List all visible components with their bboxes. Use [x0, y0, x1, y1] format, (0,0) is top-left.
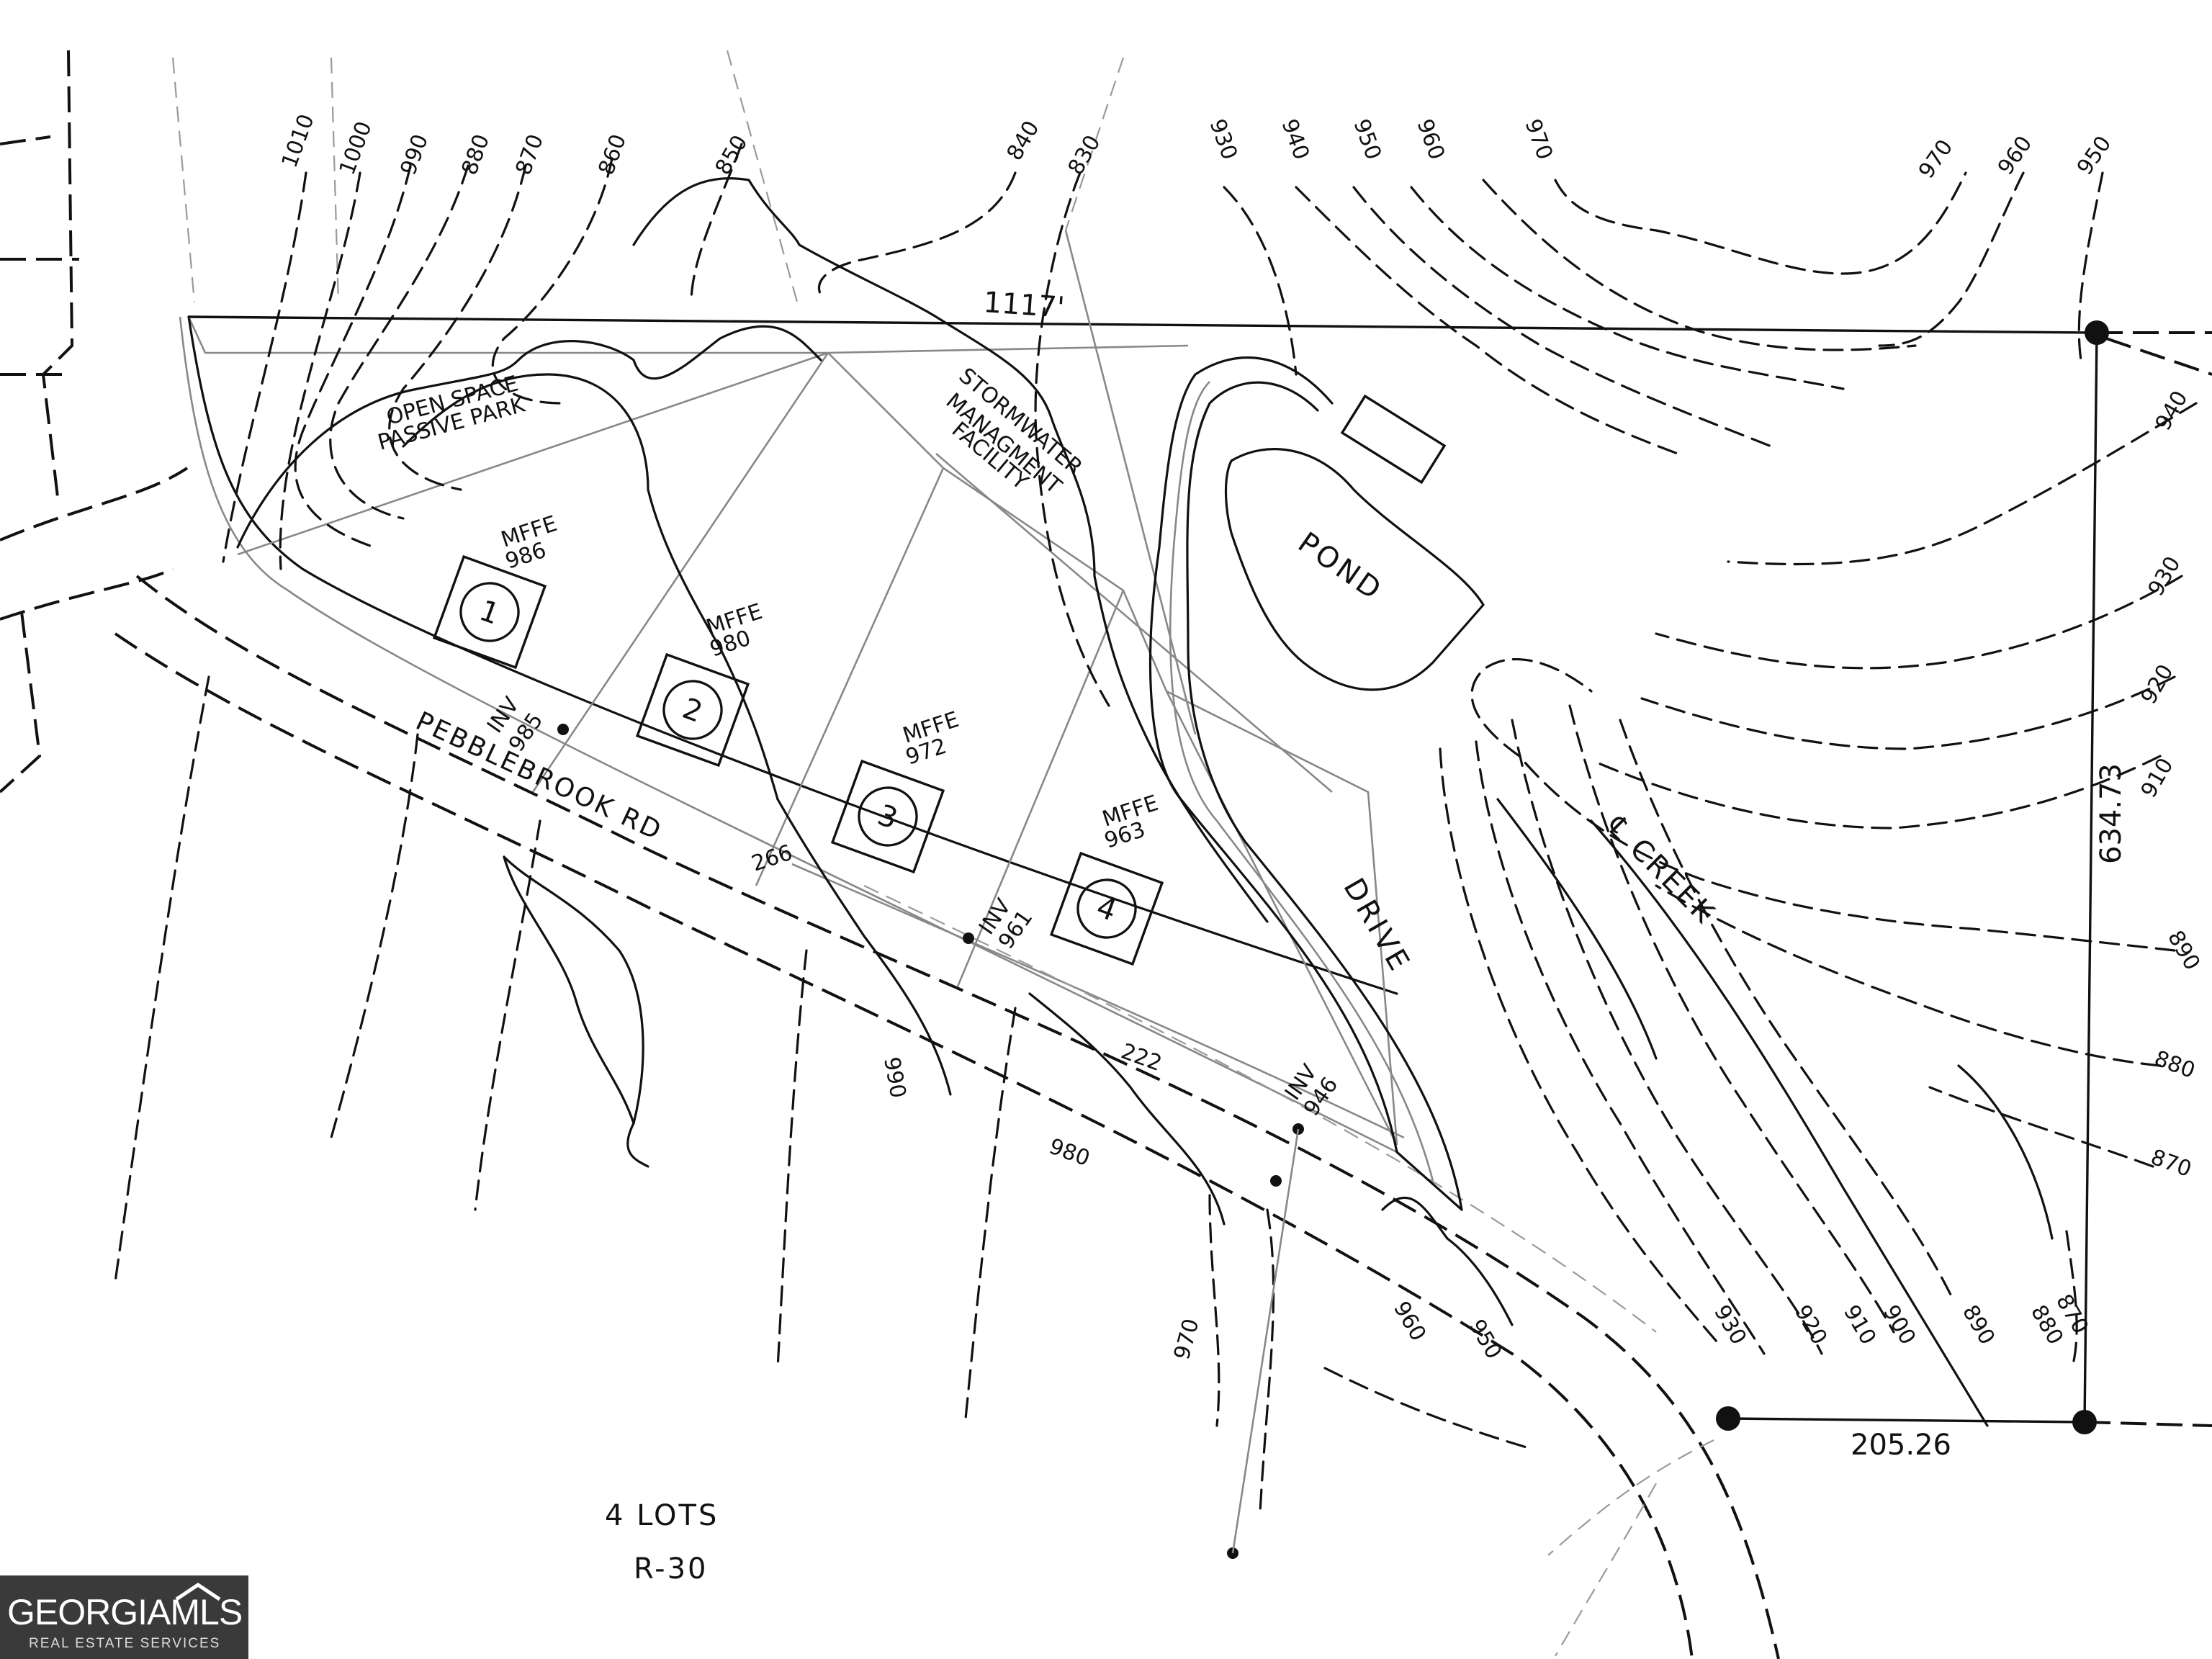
logo-name: GEORGIAMLS	[7, 1592, 243, 1632]
lot-lines	[237, 230, 1398, 1146]
creek	[1496, 798, 2054, 1427]
corner-marker-sw	[1716, 1406, 1740, 1431]
contour-label: 840	[1002, 117, 1045, 165]
lot-1: 1	[432, 554, 547, 670]
contour-label: 880	[2151, 1046, 2198, 1084]
pond-label: POND	[1292, 526, 1389, 608]
contour-label: 960	[1388, 1298, 1431, 1346]
structure	[1340, 394, 1447, 485]
contour-label: 980	[1046, 1134, 1093, 1172]
contour-label: 850	[711, 131, 753, 179]
contour-label: 930	[1204, 116, 1241, 163]
summary-lots: 4 LOTS	[605, 1499, 719, 1532]
lot-3-number: 3	[873, 799, 902, 836]
boundary-right-dimension: 634.73	[2095, 763, 2128, 864]
contour-label: 1010	[277, 111, 320, 171]
contour-label: 920	[2136, 660, 2179, 709]
contour-label: 910	[2136, 754, 2179, 802]
contour-label: 950	[1348, 116, 1385, 163]
contour-label: 950	[1464, 1316, 1506, 1364]
lot-2-number: 2	[678, 692, 707, 729]
lot-1-number: 1	[475, 594, 504, 631]
ground-lines	[236, 177, 1514, 1326]
lot-3: 3	[830, 759, 945, 874]
contour-lines	[114, 143, 2198, 1657]
corner-marker-se	[2072, 1410, 2097, 1434]
boundary-top-dimension: 1117'	[982, 286, 1066, 325]
drive	[1148, 356, 1463, 1211]
lot-4-number: 4	[1092, 891, 1121, 928]
contour-label: 900	[1878, 1301, 1920, 1349]
left-road	[0, 50, 1125, 793]
road-mark-1: 266	[749, 840, 796, 877]
contour-label: 890	[1957, 1301, 2000, 1349]
contour-label: 930	[1709, 1301, 1751, 1349]
contour-label: 970	[1519, 116, 1557, 163]
contour-label: 960	[1993, 132, 2038, 180]
contour-label: 970	[1914, 135, 1959, 184]
contour-label: 960	[1411, 116, 1449, 163]
contour-label: 830	[1064, 131, 1106, 179]
roof-icon	[175, 1582, 221, 1601]
lot-2: 2	[635, 652, 750, 768]
contour-label: 940	[1276, 116, 1313, 163]
mffe-labels: MFFE 986 MFFE 980 MFFE 972 MFFE 963	[498, 511, 1161, 854]
road-mark-2: 222	[1118, 1039, 1165, 1076]
creek-label: ℄ CREEK	[1600, 809, 1722, 931]
pebblebrook-road	[114, 315, 1780, 1659]
plan-labels: 1117' 634.73 205.26 PEBBLEBROOK RD DRIVE…	[375, 286, 2128, 1586]
contour-label: 950	[2072, 132, 2117, 180]
property-boundary	[187, 315, 2212, 1434]
corner-marker-ne	[2085, 320, 2109, 345]
contour-label: 970	[1169, 1316, 1205, 1362]
summary-zoning: R-30	[634, 1552, 709, 1586]
logo-subtitle: REAL ESTATE SERVICES	[29, 1636, 221, 1651]
contour-label: 1000	[335, 118, 377, 179]
contour-label: 870	[511, 131, 549, 179]
contour-label: 990	[396, 131, 433, 179]
contour-label: 910	[1838, 1301, 1881, 1349]
contour-labels: 1010 1000 990 880 870 860 850 840 830 93…	[277, 111, 2205, 1364]
contour-label: 880	[457, 131, 495, 179]
invert-points: INV 985 INV 961 INV 946	[482, 693, 1343, 1559]
georgiamls-logo: GEORGIAMLS REAL ESTATE SERVICES	[0, 1575, 248, 1659]
boundary-bottom-dimension: 205.26	[1851, 1429, 1951, 1462]
contour-label: 870	[2147, 1145, 2195, 1182]
contour-label: 990	[878, 1055, 910, 1100]
pond	[1224, 448, 1485, 691]
contour-label: 860	[594, 131, 631, 179]
